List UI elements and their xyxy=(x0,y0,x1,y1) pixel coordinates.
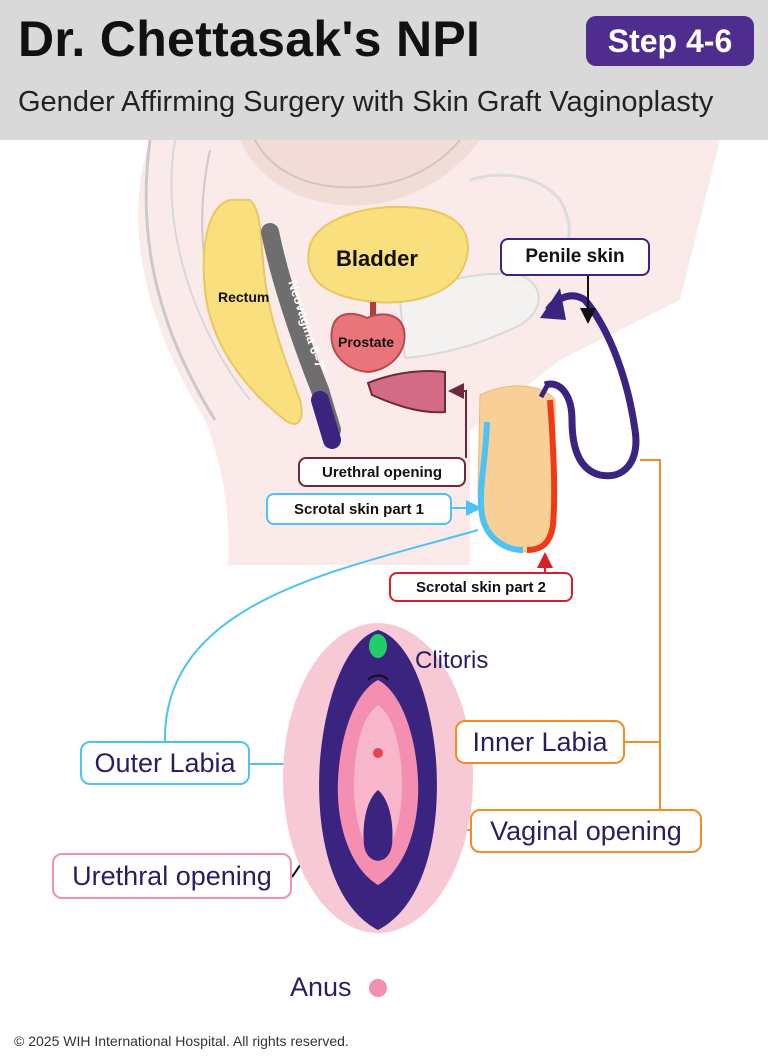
vaginal-opening-label: Vaginal opening xyxy=(470,809,702,853)
urethra-channel xyxy=(366,370,446,414)
prostate-shape xyxy=(330,312,406,374)
page-subtitle: Gender Affirming Surgery with Skin Graft… xyxy=(18,86,714,118)
neovagina-tip xyxy=(311,391,341,449)
penile-skin-tip xyxy=(540,288,566,320)
bladder-shape xyxy=(307,205,469,304)
neovagina-shape xyxy=(261,223,341,439)
page-title: Dr. Chettasak's NPI xyxy=(18,11,481,67)
outer-labia-label: Outer Labia xyxy=(80,741,250,785)
rectum-label: Rectum xyxy=(218,289,269,305)
rectum-shape xyxy=(202,199,303,425)
copyright-footer: © 2025 WIH International Hospital. All r… xyxy=(14,1033,349,1049)
scrotal-skin-part1-label: Scrotal skin part 1 xyxy=(266,493,452,525)
scrotal-skin-part2-edge xyxy=(526,399,558,553)
penile-skin-tube xyxy=(543,292,640,480)
inner-labia-label: Inner Labia xyxy=(455,720,625,764)
anus-dot xyxy=(369,979,387,997)
header-bar: Dr. Chettasak's NPI Gender Affirming Sur… xyxy=(0,0,768,140)
prostate-label: Prostate xyxy=(338,334,394,350)
scrotal-skin-part2-label: Scrotal skin part 2 xyxy=(389,572,573,602)
urethral-opening-top-label: Urethral opening xyxy=(298,457,466,487)
vulva-illustration xyxy=(283,623,473,997)
bladder-label: Bladder xyxy=(336,246,418,271)
penile-skin-label: Penile skin xyxy=(500,238,650,276)
step-badge: Step 4-6 xyxy=(586,16,754,66)
clitoris-dot xyxy=(369,634,387,658)
urethral-opening-bottom-label: Urethral opening xyxy=(52,853,292,899)
clitoris-label: Clitoris xyxy=(415,647,488,674)
anus-label: Anus xyxy=(290,972,352,1002)
vaginal-opening-shape xyxy=(363,790,393,861)
urethral-opening-dot xyxy=(373,748,383,758)
scrotal-sac xyxy=(477,385,556,553)
